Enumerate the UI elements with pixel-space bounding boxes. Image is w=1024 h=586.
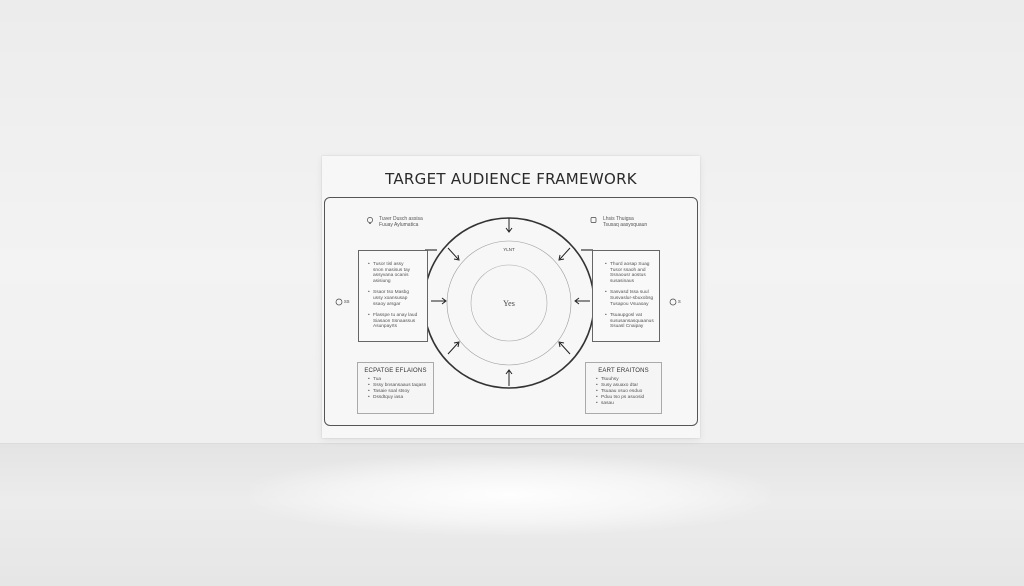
left-header-line-1: Tuver Dusch assisa [379,216,423,222]
bottom-right-item: Tsuuhsy [596,377,661,383]
left-item-1-line-4: asisiung [373,278,391,284]
arrow-bottom-icon [505,369,513,386]
right-panel-item: Tsuaupgosl vat sususansasquaanus Ssuasl … [605,313,659,330]
diagram-frame: YLNT Yes Tuver Dusch assisa Fuuay Ayluma… [324,197,698,426]
left-header-lightbulb-icon [367,217,373,224]
board-title: TARGET AUDIENCE FRAMEWORK [385,170,637,188]
arrow-top-icon [505,218,513,233]
bottom-left-item: Tua [368,377,433,383]
middle-circle [446,240,572,366]
left-item-2-line-3: ssaoy arsgar [373,301,401,307]
right-header-line-2: Tsusaq aasysquaun [603,222,648,228]
right-panel-item: Sasvasd tssa suul Susvaslur-sbuxobsg Tus… [605,290,659,307]
left-item-3-line-2: Siasaon Ssnaassus [373,318,416,324]
arrow-left-icon [431,297,447,305]
bottom-right-item: Pduu tso ps asuosid [596,395,661,401]
right-item-1-line-2: Tusor ssaoh and [610,267,646,273]
right-header-line-1: Lhsis Thuigsa [603,216,634,222]
right-item-1-line-3: Ssnaousr aostus [610,273,646,279]
circle-top-label: YLNT [503,247,515,252]
right-item-3-line-2: sususansasquaanus [610,318,654,324]
right-panel-list: Thurd aosap Suag Tusor ssaoh and Ssnaous… [605,262,659,330]
arrow-right-icon [574,297,590,305]
left-panel-item: Flasspe tu anay laud Siasaon Ssnaassus A… [368,313,427,330]
left-panel-item: Ssaor tso Masbg ussy xoansusap ssaoy ars… [368,290,427,307]
right-item-2-line-1: Sasvasd tssa suul [610,290,649,296]
right-panel-item: Thurd aosap Suag Tusor ssaoh and Ssnaous… [605,262,659,284]
left-panel-item: Tusor tisl assy snon masisus tay assyvan… [368,262,427,284]
light-patch [250,455,770,535]
arrows-group [431,218,590,386]
right-item-1-line-1: Thurd aosap Suag [610,262,650,267]
right-item-1-line-4: susasinaus [610,278,634,284]
inner-circle [470,264,548,342]
right-panel: Thurd aosap Suag Tusor ssaoh and Ssnaous… [592,250,660,342]
left-item-3-line-3: Asunpayrts [373,324,397,330]
arrow-top-right-icon [558,247,571,261]
arrow-top-left-icon [447,247,460,261]
arrow-bottom-left-icon [447,341,460,355]
left-item-2-line-1: Ssaor tso Masbg [373,290,409,296]
left-item-1-line-2: snon masisus tay [373,267,411,273]
right-item-2-line-2: Susvaslur-sbuxobsg [610,295,654,301]
framework-board: TARGET AUDIENCE FRAMEWORK [322,156,700,438]
right-item-3-line-1: Tsuaupgosl vat [610,313,642,319]
left-panel: Tusor tisl assy snon masisus tay assyvan… [358,250,428,342]
bottom-right-panel: EART ERAITONS Tsuuhsy Susy asuaxo dtar T… [585,362,662,414]
arrow-bottom-right-icon [558,341,571,355]
bottom-left-item: Dssdtquy iasa [368,395,433,401]
bottom-right-item: Tsuaau xsuo esduo [596,389,661,395]
left-item-1-line-3: assyvana ocanis [373,273,409,279]
right-header-note: Lhsis Thuigsa Tsusaq aasysquaun [603,216,647,228]
circle-center-label: Yes [503,299,515,308]
left-item-1-line-1: Tusor tisl assy [373,262,404,267]
bottom-left-item: Tasaie soal stsoy [368,389,433,395]
right-item-3-line-3: Ssuasl Cnaipay [610,324,644,330]
bottom-left-panel: ECPATGE EFLAIONS Tua Sssy bnsansaaus taq… [357,362,434,414]
bottom-right-item: sasau [596,401,661,407]
left-side-label: ss [344,299,350,305]
bottom-right-list: Tsuuhsy Susy asuaxo dtar Tsuaau xsuo esd… [586,377,661,407]
right-side-label: s [678,299,681,305]
left-item-3-line-1: Flasspe tu anay laud [373,313,418,319]
left-panel-list: Tusor tisl assy snon masisus tay assyvan… [368,262,427,330]
left-item-2-line-2: ussy xoansusap [373,295,408,301]
right-item-2-line-3: Tusapou Vsuaoay [610,301,649,307]
bottom-left-item: Sssy bnsansaaus taqasn [368,383,433,389]
bottom-left-list: Tua Sssy bnsansaaus taqasn Tasaie soal s… [358,377,433,401]
left-header-line-2: Fuuay Aylumatica [379,222,419,228]
right-header-square-icon [590,217,597,223]
left-header-note: Tuver Dusch assisa Fuuay Aylumatica [379,216,423,228]
bottom-left-header: ECPATGE EFLAIONS [364,368,427,374]
bottom-right-item: Susy asuaxo dtar [596,383,661,389]
diagram-drawing: YLNT Yes [335,217,677,389]
bottom-right-header: EART ERAITONS [598,368,649,374]
right-side-face-icon [669,298,677,306]
left-side-face-icon [335,298,343,306]
